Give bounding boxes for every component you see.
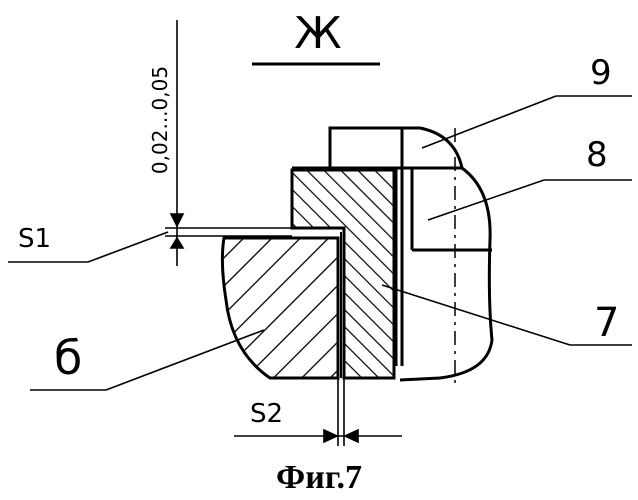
gap-s1-lines <box>165 228 292 236</box>
label-part-7: 7 <box>594 300 619 346</box>
part-6-section <box>222 238 338 378</box>
label-part-9: 9 <box>590 53 612 93</box>
part-9-outline <box>330 128 462 168</box>
tolerance-dimension <box>171 20 183 266</box>
leader-part-6 <box>106 330 264 390</box>
label-part-6: б <box>54 331 82 385</box>
view-label: Ж <box>294 8 341 59</box>
leader-s1-diag <box>88 232 168 262</box>
leader-part-8 <box>428 180 544 220</box>
label-s1: S1 <box>18 224 51 254</box>
leader-part-7 <box>382 285 570 345</box>
label-part-8: 8 <box>586 135 608 175</box>
tolerance-label: 0,02...0,05 <box>148 66 172 174</box>
figure-caption: Фиг.7 <box>276 459 362 496</box>
leader-part-9 <box>422 96 556 148</box>
label-s2: S2 <box>250 399 283 429</box>
